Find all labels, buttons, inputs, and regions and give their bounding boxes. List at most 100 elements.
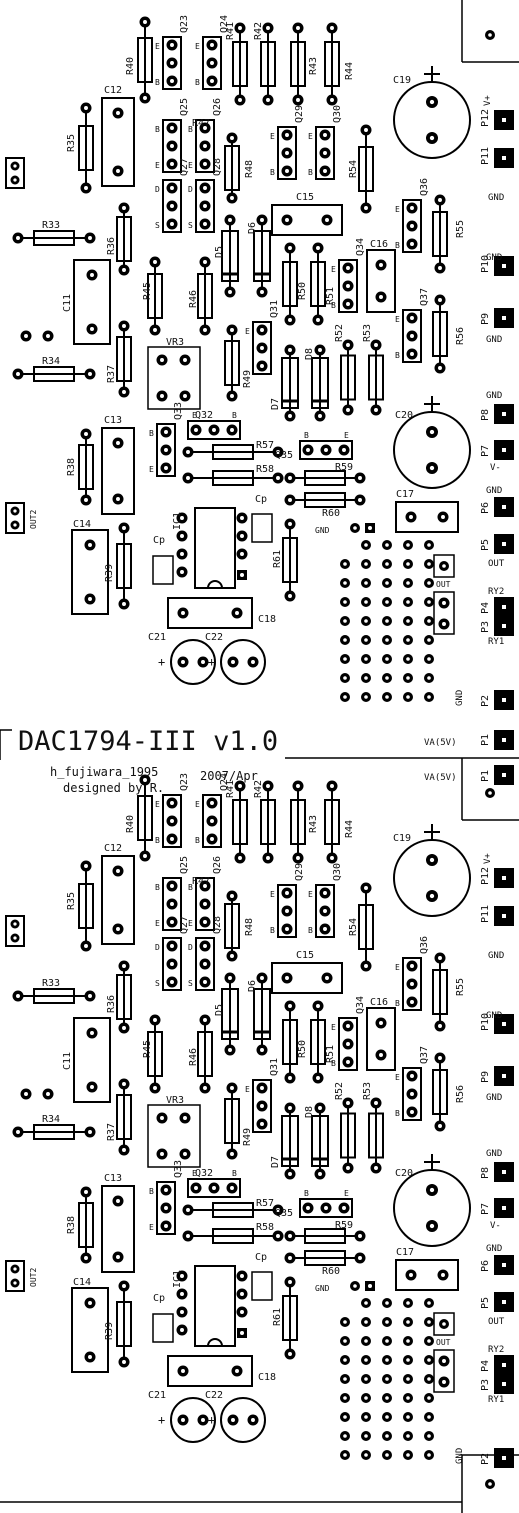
- component-label: R45: [142, 282, 153, 300]
- pin-label: E: [188, 161, 193, 170]
- pad-hole: [346, 1101, 350, 1105]
- pin-label: E: [245, 1085, 250, 1094]
- pad-hole: [84, 944, 88, 948]
- pad-hole: [260, 1048, 264, 1052]
- component-label: GND: [488, 951, 504, 961]
- component-label: R40: [125, 815, 136, 833]
- connector-label: P2: [480, 1453, 491, 1465]
- output-: [5, 157, 25, 189]
- pad-hole: [170, 61, 174, 65]
- outline: [358, 146, 374, 192]
- pad-hole: [90, 327, 94, 331]
- resistor-r38: R38: [66, 1186, 94, 1264]
- pad-hole: [346, 1166, 350, 1170]
- component-label: C15: [296, 192, 314, 203]
- component-label: C20: [395, 410, 413, 421]
- capacitor-c18: C18: [167, 597, 276, 629]
- component-label: V-: [490, 1221, 501, 1231]
- outline: [152, 555, 174, 585]
- component-label: C18: [258, 614, 276, 625]
- pad-hole: [16, 994, 20, 998]
- pad-hole: [427, 600, 431, 604]
- pin-label: B: [195, 78, 200, 87]
- capacitor-c11: C11: [62, 259, 111, 345]
- outline: [221, 230, 239, 282]
- resistor-r34: R34: [12, 1114, 96, 1140]
- pad-hole: [203, 920, 207, 924]
- pad-hole: [318, 414, 322, 418]
- pad-hole: [438, 198, 442, 202]
- outline: [220, 639, 266, 685]
- outline: [101, 427, 135, 515]
- pin-label: E: [344, 1189, 349, 1198]
- pad-hole: [84, 864, 88, 868]
- connector-label: P6: [480, 1260, 491, 1272]
- pad-hole: [406, 676, 410, 680]
- pin-label: E: [395, 963, 400, 972]
- pin-label: D: [155, 185, 160, 194]
- component-label: Q35: [275, 450, 293, 461]
- pad-hole: [406, 1320, 410, 1324]
- component-label: V+: [483, 95, 493, 106]
- pin-label: E: [395, 1073, 400, 1082]
- pad-hole: [186, 450, 190, 454]
- pad-hole: [343, 1320, 347, 1324]
- component-label: Q24: [219, 773, 230, 791]
- component-label: R48: [244, 918, 255, 936]
- pad-hole: [406, 1453, 410, 1457]
- outline: [187, 420, 241, 440]
- pad-hole: [409, 515, 413, 519]
- outline: [101, 97, 135, 187]
- pad-hole: [364, 1339, 368, 1343]
- outline: [101, 855, 135, 945]
- resistor-r52: R52: [334, 1082, 356, 1174]
- pad-hole: [88, 1130, 92, 1134]
- pad-hole: [180, 516, 184, 520]
- outline: [71, 1287, 109, 1373]
- component-label: R36: [106, 237, 117, 255]
- pad-hole: [438, 366, 442, 370]
- outline: [71, 529, 109, 615]
- pad-hole: [385, 638, 389, 642]
- pad-hole: [240, 1310, 244, 1314]
- pad-hole: [122, 1284, 126, 1288]
- pad-hole: [325, 976, 329, 980]
- outline: [202, 36, 222, 90]
- pin-label: B: [155, 125, 160, 134]
- outline: [73, 1017, 111, 1103]
- pad-hole: [260, 218, 264, 222]
- pad-hole: [116, 169, 120, 173]
- pad-hole: [116, 927, 120, 931]
- component-label: Q23: [179, 773, 190, 791]
- resistor-r50: R50: [282, 1000, 308, 1084]
- pad-hole: [502, 773, 506, 777]
- outline: [162, 877, 182, 931]
- outline: [116, 1094, 132, 1140]
- board-title: DAC1794-III v1.0: [18, 726, 278, 757]
- output-out2: OUT2: [5, 1260, 38, 1292]
- pad-hole: [364, 1434, 368, 1438]
- pad-hole: [143, 96, 147, 100]
- pad-hole: [122, 206, 126, 210]
- component-label: R51: [325, 287, 336, 305]
- component-label: R38: [66, 1216, 77, 1234]
- component-label: R34: [42, 356, 60, 367]
- outline: [338, 259, 358, 313]
- pin-label: B: [155, 78, 160, 87]
- pad-hole: [406, 1396, 410, 1400]
- pad-hole: [385, 543, 389, 547]
- pad-hole: [406, 1415, 410, 1419]
- pad-hole: [186, 1234, 190, 1238]
- pad-hole: [230, 1152, 234, 1156]
- pad-hole: [203, 902, 207, 906]
- capacitor-c11: C11: [62, 1017, 111, 1103]
- outline: [101, 1185, 135, 1273]
- pad-hole: [276, 450, 280, 454]
- pad-hole: [288, 348, 292, 352]
- outline: [253, 230, 271, 282]
- component-label: Q31: [269, 300, 280, 318]
- pad-hole: [429, 135, 435, 141]
- connector-p6: P6: [480, 497, 514, 517]
- resistor-r41: R41: [225, 22, 248, 106]
- outline: [310, 1019, 326, 1065]
